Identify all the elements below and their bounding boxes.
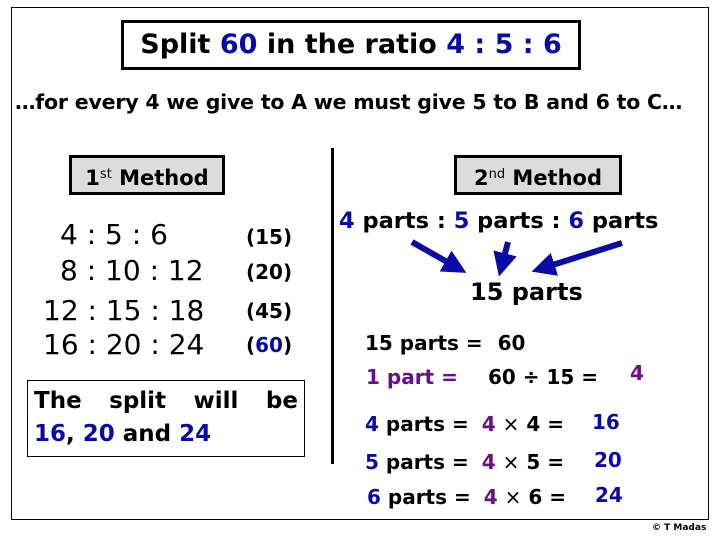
- part-mult: 4 =: [526, 412, 564, 436]
- sum-value: 45: [255, 299, 283, 323]
- part-label: parts =: [378, 412, 469, 436]
- part-mult: 6 =: [528, 485, 566, 509]
- method-divider: [331, 148, 334, 464]
- parts-line: 4 parts : 5 parts : 6 parts: [339, 208, 658, 234]
- sum-4: (60): [246, 333, 292, 357]
- eq-15-parts: 15 parts = 60: [365, 331, 525, 355]
- part-label: parts =: [378, 450, 469, 474]
- answer-word: The: [34, 388, 82, 414]
- title-box: Split 60 in the ratio 4 : 5 : 6: [121, 20, 581, 70]
- eq1-right: 60: [497, 331, 526, 355]
- paren-close: ): [282, 299, 293, 323]
- sum-2: (20): [246, 260, 292, 284]
- part-row-1: 4 parts = 4 × 4 =: [365, 412, 564, 436]
- answer-sep: ,: [66, 421, 83, 447]
- answer-word: be: [265, 388, 298, 414]
- part-unit: 4: [483, 485, 498, 509]
- part-n: 6: [367, 485, 381, 509]
- parts-t3: parts: [584, 208, 659, 234]
- ratio-row-4: 16 : 20 : 24: [43, 328, 205, 361]
- answer-b: 20: [82, 421, 115, 447]
- slide-frame: [11, 7, 709, 520]
- paren-close: ): [282, 225, 293, 249]
- sum-value: 60: [255, 333, 283, 357]
- eq-1-part-result: 4: [630, 361, 644, 385]
- paren-close: ): [282, 333, 293, 357]
- answer-word: split: [109, 388, 167, 414]
- eq-1-part-calc: 60 ÷ 15 =: [488, 365, 599, 389]
- part-result-1: 16: [592, 410, 620, 434]
- sum-value: 15: [255, 225, 283, 249]
- part-unit: 4: [481, 412, 496, 436]
- copyright: © T Madas: [652, 523, 707, 533]
- title-ratio: 4 : 5 : 6: [446, 29, 562, 60]
- answer-word: will: [193, 388, 239, 414]
- title-middle: in the ratio: [257, 29, 447, 60]
- part-result-3: 24: [595, 483, 623, 507]
- parts-t2: parts :: [469, 208, 569, 234]
- part-unit: 4: [481, 450, 496, 474]
- paren-open: (: [246, 333, 256, 357]
- answer-sep: and: [114, 421, 180, 447]
- part-n: 4: [365, 412, 379, 436]
- paren-open: (: [246, 225, 256, 249]
- part-row-2: 5 parts = 4 × 5 =: [365, 450, 564, 474]
- method2-num: 2: [473, 166, 489, 190]
- part-label: parts =: [380, 485, 471, 509]
- ratio-row-2: 8 : 10 : 12: [60, 254, 204, 287]
- total-parts: 15 parts: [470, 278, 583, 306]
- method2-sup: nd: [488, 167, 506, 182]
- method1-label: 1st Method: [69, 155, 225, 195]
- ratio-row-3: 12 : 15 : 18: [43, 294, 205, 327]
- sum-value: 20: [255, 260, 283, 284]
- part-n: 5: [365, 450, 379, 474]
- method1-text: Method: [111, 166, 209, 190]
- title-amount: 60: [219, 29, 258, 60]
- eq2-left: 1 part =: [366, 365, 458, 389]
- eq-1-part: 1 part =: [366, 365, 458, 389]
- times-sign: ×: [504, 485, 522, 509]
- parts-n1: 4: [339, 208, 355, 234]
- sum-3: (45): [246, 299, 292, 323]
- times-sign: ×: [502, 450, 520, 474]
- method1-num: 1: [85, 166, 100, 190]
- part-result-2: 20: [594, 448, 622, 472]
- eq1-left: 15 parts =: [365, 331, 483, 355]
- part-row-3: 6 parts = 4 × 6 =: [367, 485, 566, 509]
- method1-sup: st: [99, 167, 112, 182]
- paren-open: (: [246, 260, 256, 284]
- answer-line-1: The split will be: [34, 385, 298, 418]
- answer-c: 24: [179, 421, 212, 447]
- ratio-row-1: 4 : 5 : 6: [60, 218, 168, 251]
- method2-label: 2nd Method: [454, 155, 622, 195]
- paren-close: ): [282, 260, 293, 284]
- paren-open: (: [246, 299, 256, 323]
- parts-n3: 6: [568, 208, 585, 234]
- answer-line-2: 16, 20 and 24: [34, 418, 298, 451]
- parts-n2: 5: [453, 208, 470, 234]
- title-prefix: Split: [140, 29, 220, 60]
- sum-1: (15): [246, 225, 292, 249]
- part-mult: 5 =: [526, 450, 564, 474]
- answer-a: 16: [34, 421, 67, 447]
- parts-t1: parts :: [354, 208, 454, 234]
- times-sign: ×: [502, 412, 520, 436]
- answer-box: The split will be 16, 20 and 24: [27, 380, 305, 457]
- method2-text: Method: [505, 166, 603, 190]
- subtitle: …for every 4 we give to A we must give 5…: [15, 90, 683, 114]
